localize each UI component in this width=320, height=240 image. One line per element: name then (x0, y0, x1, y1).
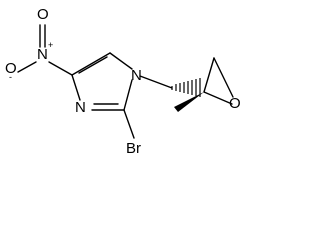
bond-epoxide-c1-o (203, 91, 233, 105)
bond-hash-wedge (171, 78, 201, 97)
molecule-structure: O N + O - N N Br O (5, 6, 241, 157)
bond-epoxide-c-c (203, 57, 215, 93)
atom-o-nitro-single: O (5, 60, 17, 77)
atom-n-nitro-charge: + (48, 40, 53, 50)
bond-epoxide-c2-o (213, 57, 234, 98)
atom-o-epoxide: O (229, 95, 241, 112)
bond-c5-n1 (109, 52, 133, 70)
bond-n-o-single (17, 61, 37, 73)
atom-o-nitro-charge: - (9, 72, 12, 82)
bonds (17, 24, 234, 139)
bond-n-c4 (48, 61, 73, 76)
bond-c4-c5-inner (78, 56, 108, 74)
bond-n1-c2 (123, 79, 133, 111)
bond-n3-c4 (71, 74, 81, 101)
atom-n3: N (75, 99, 86, 116)
atom-o-nitro-double: O (37, 6, 49, 23)
bond-n1-ch2 (139, 75, 173, 89)
atom-br: Br (126, 140, 141, 157)
atom-n-nitro: N (37, 46, 48, 63)
bond-c4-c5 (71, 52, 111, 76)
atom-n1: N (131, 67, 142, 84)
bond-methyl-wedge (174, 92, 204, 112)
bond-c2-br (123, 109, 135, 139)
atom-labels: O N + O - N N Br O (5, 6, 241, 157)
